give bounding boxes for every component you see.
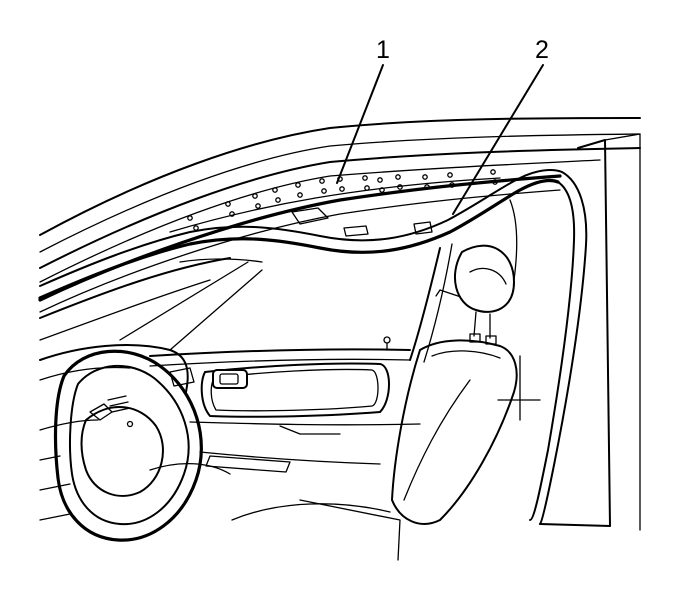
callout-leaders xyxy=(336,64,544,215)
steering-wheel xyxy=(53,349,203,542)
dome-lamp xyxy=(291,207,433,237)
door-frame xyxy=(409,133,641,531)
front-seat xyxy=(231,244,518,561)
door-panel xyxy=(149,336,421,473)
door-handle xyxy=(212,369,248,389)
roof-rail-weatherstrip xyxy=(38,169,588,525)
callout-1: 1 xyxy=(376,36,390,64)
a-pillar xyxy=(39,257,263,351)
roof-outline xyxy=(39,117,641,283)
callout-2: 2 xyxy=(535,36,549,64)
dashboard xyxy=(39,344,231,521)
leader-line-2 xyxy=(452,64,544,215)
leader-line-1 xyxy=(336,64,384,184)
retainer-fasteners xyxy=(187,169,498,231)
